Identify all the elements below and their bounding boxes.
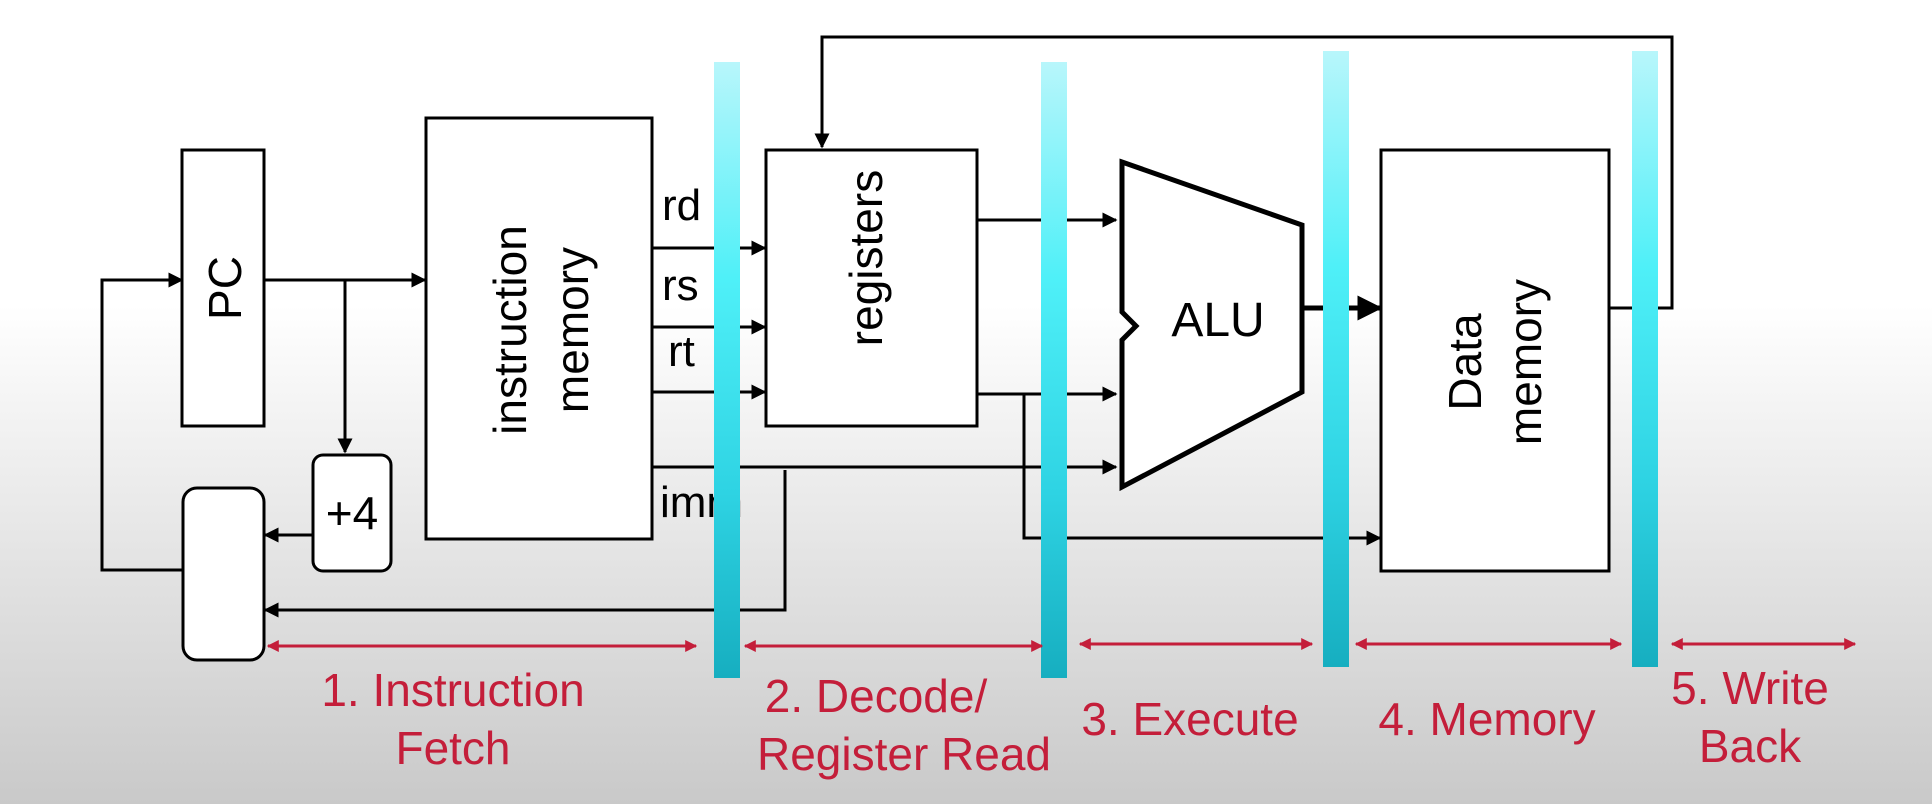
- registers-label: registers: [840, 170, 892, 346]
- mux: [181, 486, 266, 662]
- wire-imm-to-mux: [263, 470, 787, 618]
- stage-1-line1: 1. Instruction: [321, 664, 584, 716]
- stage-2-line2: Register Read: [757, 728, 1051, 780]
- adder-label: +4: [326, 487, 378, 539]
- stage-1-line2: Fetch: [395, 722, 510, 774]
- pc-label: PC: [199, 256, 251, 320]
- dmem-label-line1: Data: [1439, 313, 1491, 411]
- imem-label-line2: memory: [546, 247, 598, 413]
- stage-3-label: 3. Execute: [1081, 693, 1298, 745]
- adder: +4: [311, 453, 393, 573]
- dmem-label-line2: memory: [1499, 279, 1551, 445]
- signal-rd: rd: [662, 181, 701, 230]
- stage-5-line1: 5. Write: [1671, 662, 1829, 714]
- data-memory: Data memory: [1379, 148, 1611, 573]
- wire-mux-to-pc: [100, 272, 184, 572]
- register-file: registers: [764, 148, 979, 428]
- instruction-memory: instruction memory: [424, 116, 654, 541]
- stage-4-label: 4. Memory: [1378, 693, 1595, 745]
- pipeline-bar-ex-mem: [1323, 51, 1349, 667]
- wire-reg-to-dmem: [1022, 394, 1382, 546]
- imem-label-line1: instruction: [484, 225, 536, 435]
- stage-labels: 1. Instruction Fetch 2. Decode/ Register…: [321, 662, 1829, 780]
- pipeline-bar-if-id: [714, 62, 740, 678]
- stage-arrows: [266, 638, 1857, 652]
- signal-rt: rt: [668, 327, 695, 376]
- pipeline-bar-mem-wb: [1632, 51, 1658, 667]
- stage-2-line1: 2. Decode/: [765, 670, 988, 722]
- signal-rs: rs: [662, 261, 699, 310]
- pc-register: PC: [180, 148, 266, 428]
- pipeline-registers: [714, 51, 1658, 678]
- alu: ALU: [1119, 158, 1305, 492]
- pipeline-bar-id-ex: [1041, 62, 1067, 678]
- alu-label: ALU: [1171, 294, 1264, 347]
- stage-5-line2: Back: [1699, 720, 1802, 772]
